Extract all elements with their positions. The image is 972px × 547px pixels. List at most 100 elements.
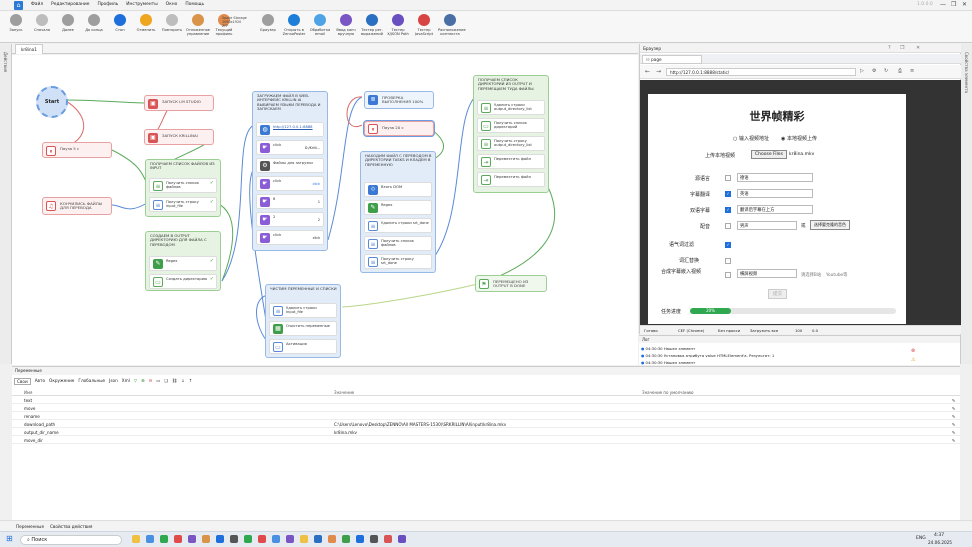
close-panel-icon[interactable]: ✕ (916, 45, 921, 51)
taskbar-app-icon[interactable] (132, 535, 140, 543)
taskbar-app-icon[interactable] (216, 535, 224, 543)
error-filter-icon[interactable]: ⊗ (911, 348, 916, 354)
group-get-files[interactable]: ПОЛУЧАЕМ СПИСОК ФАЙЛОВ ИЗ INPUT ≡ Получи… (145, 159, 221, 217)
option-select[interactable]: 英语 (737, 189, 813, 198)
embed-select[interactable]: 横屏视频 (737, 269, 797, 278)
menu-icon[interactable]: ≡ (910, 68, 915, 74)
taskbar-app-icon[interactable] (174, 535, 182, 543)
option-select[interactable]: 男声 (737, 221, 797, 230)
vars-tab[interactable]: Json (109, 378, 118, 383)
menu-file[interactable]: Файл (31, 2, 44, 7)
edit-icon[interactable]: ✎ (952, 398, 956, 403)
launch-lm-node[interactable]: ▣ ЗАПУСК LM STUDIO (144, 95, 214, 111)
stop-button[interactable]: Стоп (108, 14, 132, 32)
forward-icon[interactable]: → (656, 68, 662, 75)
radio-url[interactable]: ○ 输入视频地址 (733, 136, 769, 142)
node-delete-input[interactable]: ≡ Удалить строки input_file (269, 303, 337, 318)
taskbar-app-icon[interactable] (328, 535, 336, 543)
table-row[interactable]: move_dir✎ (12, 437, 960, 444)
settings-icon[interactable]: ⚙ (872, 68, 877, 74)
vars-tab[interactable]: Свои (14, 378, 31, 385)
maximize-icon[interactable]: ❐ (951, 1, 957, 8)
taskbar-search[interactable]: ⌕ Поиск (20, 535, 122, 545)
filter-icon[interactable]: ▽ (133, 378, 138, 383)
status-engine[interactable]: CEF (Chrome) (678, 328, 705, 333)
node-move-file-2[interactable]: ⇥ Переместить файл (477, 172, 545, 187)
node-regex-2[interactable]: ✎ Regex (364, 200, 432, 215)
launch-krillin-node[interactable]: ▣ ЗАПУСК KRILLINAI (144, 129, 214, 145)
taskbar-app-icon[interactable] (272, 535, 280, 543)
save-icon[interactable]: ⎙ (898, 68, 903, 74)
hourglass-button[interactable]: Отложенное управление (186, 14, 210, 36)
home-icon[interactable]: ⌂ (14, 1, 23, 10)
regex-button[interactable]: Тестер рег. выражений (360, 14, 384, 36)
node-get-outdir[interactable]: ≡ Получить строку output_directory_list (477, 136, 545, 151)
node-get-dom[interactable]: ⟐ Взять DOM (364, 182, 432, 197)
vars-tab[interactable]: Глобальные (78, 378, 106, 383)
help-icon[interactable]: ? (888, 45, 891, 51)
node-select-2[interactable]: ☛ 2 2 (256, 212, 324, 227)
language-indicator[interactable]: ENG (916, 536, 926, 541)
radio-local[interactable]: ◉ 本地视频上传 (781, 136, 817, 142)
minimize-icon[interactable]: — (940, 1, 946, 8)
email-button[interactable]: Обработка email (308, 14, 332, 36)
edit-icon[interactable]: ✎ (952, 406, 956, 411)
node-get-string-input[interactable]: ≡ Получить строку input_file ✓ (149, 197, 217, 212)
node-regex[interactable]: ✎ Regex ✓ (149, 256, 217, 271)
taskbar-app-icon[interactable] (244, 535, 252, 543)
windows-start-icon[interactable]: ⊞ (6, 534, 13, 543)
taskbar-app-icon[interactable] (370, 535, 378, 543)
taskbar-app-icon[interactable] (398, 535, 406, 543)
node-get-list[interactable]: ≡ Получить список файлов (364, 236, 432, 251)
node-delete-srt[interactable]: ≡ Удалить строки srt_done (364, 218, 432, 233)
js-button[interactable]: Тестер JavaScript (412, 14, 436, 36)
back-icon[interactable]: ← (645, 68, 651, 75)
node-move-file-1[interactable]: ⇥ Переместить файл (477, 154, 545, 169)
replace-checkbox[interactable] (725, 258, 731, 264)
node-get-file-list[interactable]: ≡ Получить список файлов ✓ (149, 178, 217, 193)
node-navigate[interactable]: ◍ http://127.0.0.1:8888 (256, 122, 324, 137)
close-icon[interactable]: ✕ (962, 1, 968, 8)
var-value[interactable]: kr8ina.mkv (334, 430, 357, 435)
menu-profile[interactable]: Профиль (97, 2, 119, 7)
flow-canvas[interactable]: Start ▣ ЗАПУСК LM STUDIO ▣ ЗАПУСК KRILLI… (12, 55, 638, 365)
files-done-node[interactable]: ♫ КОНЧИЛИСЬ ФАЙЛЫ ДЛЯ ПЕРЕВОДА (42, 197, 112, 215)
option-checkbox[interactable]: ✓ (725, 207, 731, 213)
taskbar-app-icon[interactable] (146, 535, 154, 543)
taskbar-app-icon[interactable] (384, 535, 392, 543)
taskbar-app-icon[interactable] (286, 535, 294, 543)
node-activate[interactable]: ▭ Активация (269, 339, 337, 354)
node-click-3[interactable]: ☛ click click (256, 230, 324, 245)
restore-icon[interactable]: ❐ (900, 45, 905, 51)
filter-checkbox[interactable]: ✓ (725, 242, 731, 248)
fast-forward-button[interactable]: До конца (82, 14, 106, 32)
menu-tools[interactable]: Инструменты (126, 2, 158, 7)
refresh-icon[interactable]: ↻ (884, 68, 889, 74)
url-input[interactable]: http://127.0.0.1:8888/static/ (666, 68, 856, 76)
embed-checkbox[interactable] (725, 272, 731, 278)
clone-voice-button[interactable]: 选择要克隆的音色 (810, 220, 850, 230)
taskbar-app-icon[interactable] (356, 535, 364, 543)
undo-button[interactable]: Отменить (134, 14, 158, 32)
taskbar-app-icon[interactable] (314, 535, 322, 543)
node-create-dir[interactable]: ▭ Создать директорию ✓ (149, 274, 217, 289)
table-row[interactable]: rename✎ (12, 413, 960, 420)
node-get-string-srt[interactable]: ≡ Получить строку srt_done (364, 254, 432, 269)
tab-variables[interactable]: Переменные (16, 524, 45, 529)
status-load[interactable]: Загрузить все (750, 328, 779, 333)
actions-dock-tab[interactable]: Действия (3, 52, 8, 73)
menu-window[interactable]: Окно (165, 2, 178, 7)
move-up-icon[interactable]: ↑ (188, 378, 193, 383)
zennoposter-button[interactable]: Открыть в ZennoPoster (282, 14, 306, 36)
taskbar-app-icon[interactable] (342, 535, 350, 543)
menu-help[interactable]: Помощь (185, 2, 205, 7)
option-checkbox[interactable] (725, 223, 731, 229)
node-clear-vars[interactable]: ▦ Очистить переменные (269, 321, 337, 336)
option-checkbox[interactable]: ✓ (725, 191, 731, 197)
taskbar-app-icon[interactable] (300, 535, 308, 543)
node-delete-outdir[interactable]: ≡ Удалить строки output_directory_list (477, 100, 545, 115)
node-click-2[interactable]: ☛ click click (256, 176, 324, 191)
node-select-6[interactable]: ☛ 6 1 (256, 194, 324, 209)
captcha-button[interactable]: Ввод капч вручную (334, 14, 358, 36)
